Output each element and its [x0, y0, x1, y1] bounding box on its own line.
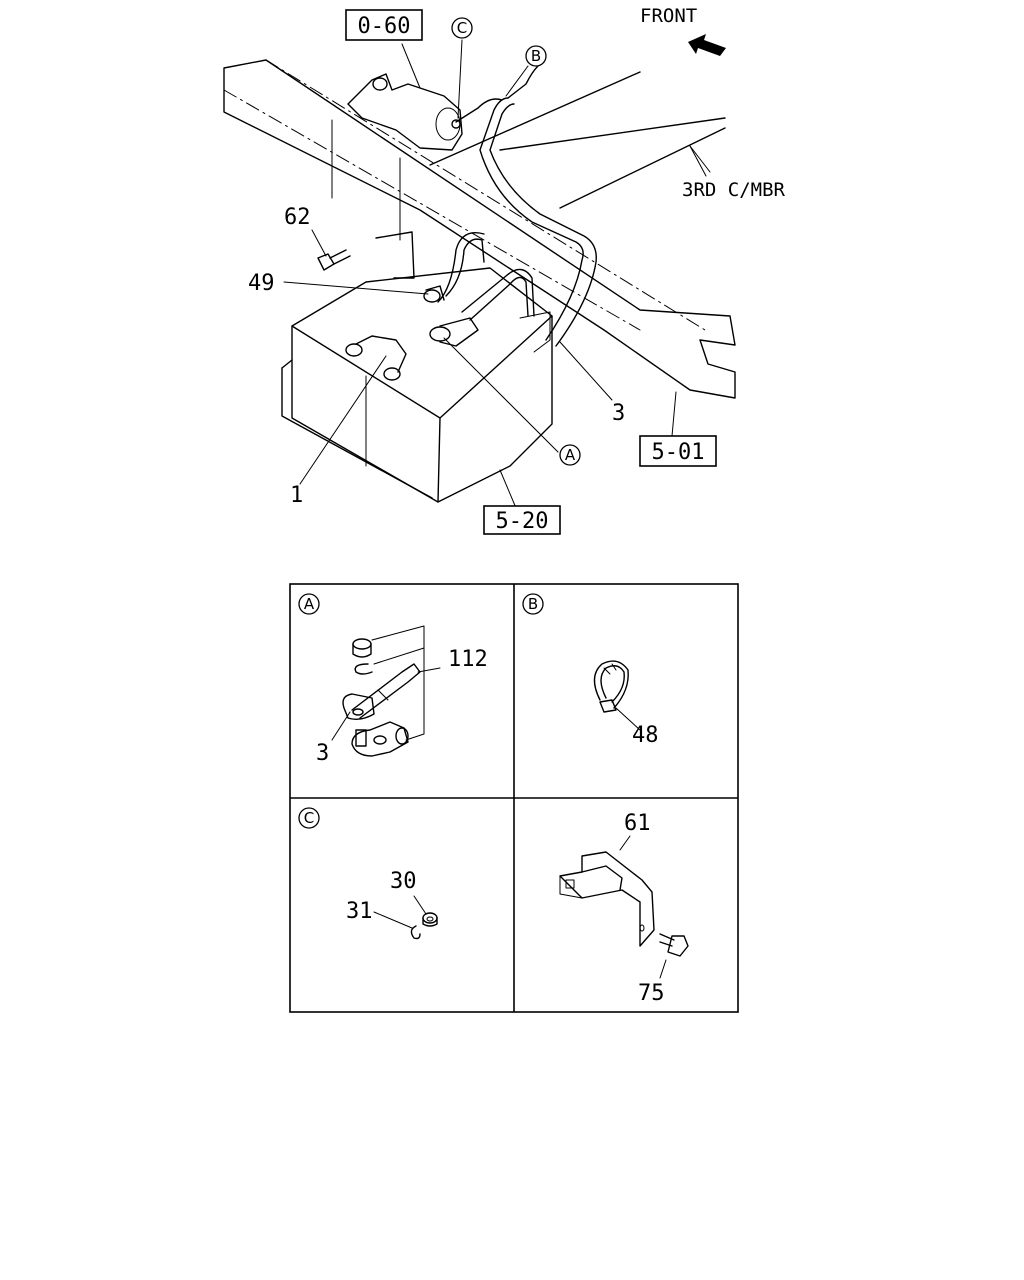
part-number-49: 49: [248, 271, 275, 296]
callout-b: B: [525, 45, 547, 67]
detail-c-part-30: 30: [390, 869, 417, 894]
detail-a-callout: A: [304, 595, 315, 613]
bolt-62: [317, 249, 351, 271]
cross-member: [429, 71, 726, 209]
svg-text:5-20: 5-20: [496, 509, 549, 534]
callout-c: C: [451, 17, 473, 39]
leader-lines: [283, 39, 707, 509]
detail-c-part-31: 31: [346, 899, 373, 924]
ref-box-0-60: 0-60: [345, 9, 423, 41]
front-arrow-icon: [688, 34, 726, 56]
detail-bracket-part-75: 75: [638, 981, 665, 1006]
ref-box-5-20: 5-20: [483, 505, 561, 535]
detail-bracket-part-61: 61: [624, 811, 651, 836]
callout-a: A: [559, 444, 581, 466]
detail-b-part-48: 48: [632, 723, 659, 748]
detail-b: B 48: [522, 593, 659, 748]
battery-terminals: [345, 285, 479, 381]
part-number-3: 3: [612, 401, 625, 426]
detail-c: C 30 31: [298, 807, 438, 940]
front-label: FRONT: [640, 5, 697, 27]
battery-box: [281, 231, 553, 503]
svg-text:0-60: 0-60: [358, 14, 411, 39]
svg-text:B: B: [531, 47, 541, 65]
detail-bracket: 61 75: [559, 811, 689, 1006]
detail-a-part-112: 112: [448, 647, 488, 672]
starter-motor: [347, 73, 463, 151]
frame-rail: [223, 59, 736, 399]
part-number-1: 1: [290, 483, 303, 508]
battery-cables: [437, 65, 597, 347]
svg-text:A: A: [565, 446, 576, 464]
crossmember-label: 3RD C/MBR: [682, 179, 786, 201]
detail-b-callout: B: [528, 595, 538, 613]
detail-a-part-3: 3: [316, 741, 329, 766]
ref-box-5-01: 5-01: [639, 435, 717, 467]
top-assembly-view: FRONT 3RD C/MBR 0-60 5-01 5-20 C B A: [223, 5, 786, 535]
detail-c-callout: C: [304, 809, 314, 827]
detail-a: A 112 3: [298, 593, 488, 766]
svg-text:5-01: 5-01: [652, 440, 705, 465]
svg-text:C: C: [457, 19, 467, 37]
part-number-62: 62: [284, 205, 311, 230]
detail-grid: [289, 583, 739, 1013]
